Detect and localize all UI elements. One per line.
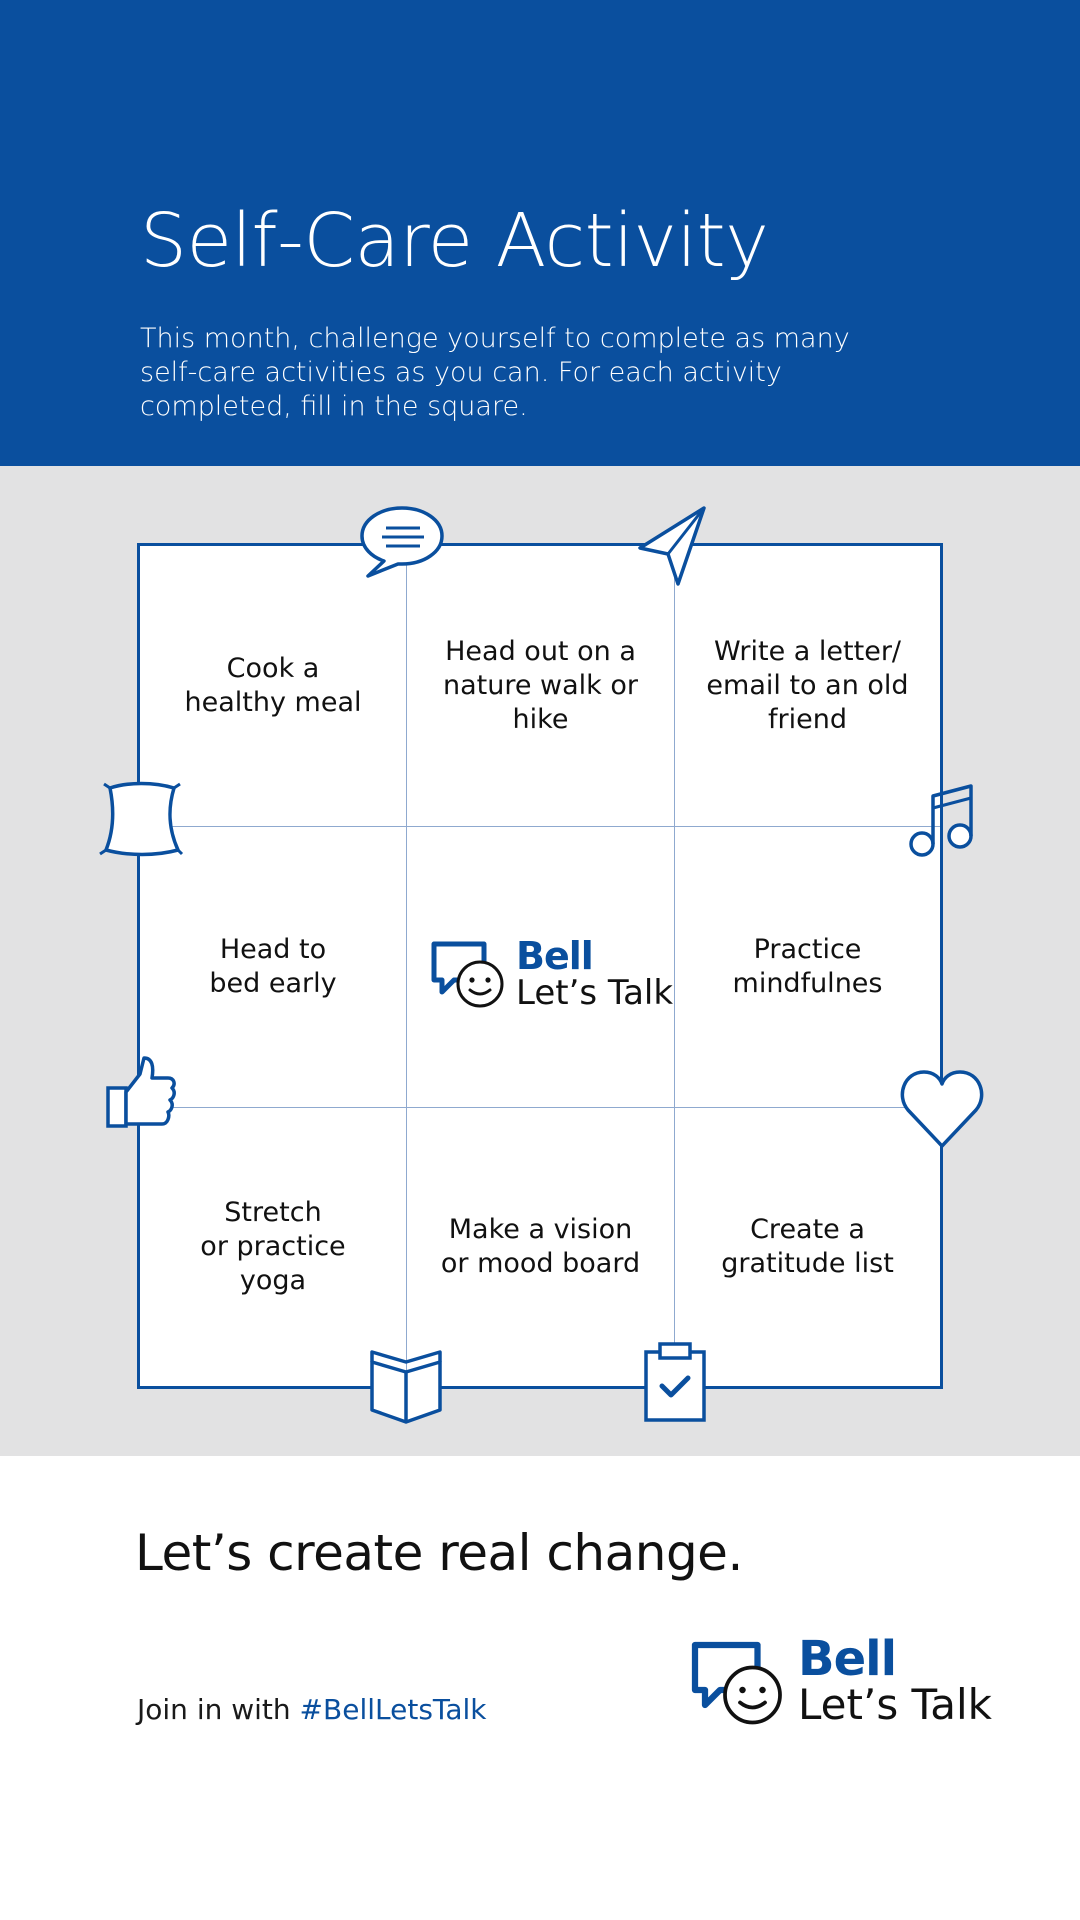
cell-line: mindfulnes bbox=[732, 968, 883, 999]
center-logo: Bell Let’s Talk bbox=[430, 936, 673, 1040]
intro-text: This month, challenge yourself to comple… bbox=[140, 322, 960, 424]
grid-divider bbox=[140, 1107, 940, 1108]
intro-line: This month, challenge yourself to comple… bbox=[140, 323, 850, 354]
cell-line: Head out on a bbox=[445, 636, 636, 667]
grid-divider bbox=[140, 826, 940, 827]
join-line: Join in with #BellLetsTalk bbox=[137, 1693, 487, 1726]
intro-line: completed, fill in the square. bbox=[140, 391, 528, 422]
cell-line: yoga bbox=[239, 1265, 307, 1296]
cell-line: Practice bbox=[753, 934, 862, 965]
cell-line: gratitude list bbox=[721, 1248, 894, 1279]
thumbs-up-icon bbox=[106, 1056, 176, 1128]
cell-line: email to an old bbox=[706, 670, 909, 701]
logo-bell-text: Bell bbox=[798, 1631, 897, 1687]
cell-line: or practice bbox=[200, 1231, 346, 1262]
cell-line: Make a vision bbox=[448, 1214, 633, 1245]
cell-line: bed early bbox=[209, 968, 337, 999]
cell-line: Head to bbox=[219, 934, 327, 965]
hashtag-link[interactable]: #BellLetsTalk bbox=[299, 1693, 487, 1726]
slogan-heading: Let’s create real change. bbox=[135, 1524, 743, 1582]
intro-line: self-care activities as you can. For eac… bbox=[140, 357, 782, 388]
grid-divider bbox=[674, 546, 675, 1386]
cell-line: nature walk or bbox=[442, 670, 639, 701]
page-title: Self-Care Activity bbox=[140, 198, 769, 284]
cell-line: hike bbox=[512, 704, 569, 735]
paper-plane-icon bbox=[638, 506, 706, 586]
grid-divider bbox=[406, 546, 407, 1386]
chat-face-icon bbox=[431, 941, 504, 1008]
cell-line: or mood board bbox=[440, 1248, 641, 1279]
header-banner: Self-Care Activity This month, challenge… bbox=[0, 0, 1080, 466]
pillow-icon bbox=[99, 781, 184, 857]
cell-line: Write a letter/ bbox=[713, 636, 902, 667]
open-book-icon bbox=[370, 1350, 442, 1424]
cell-line: healthy meal bbox=[184, 687, 362, 718]
clipboard-check-icon bbox=[644, 1342, 706, 1422]
join-prefix: Join in with bbox=[137, 1693, 300, 1726]
footer-logo: Bell Let’s Talk bbox=[690, 1634, 992, 1740]
logo-letstalk-text: Let’s Talk bbox=[516, 973, 674, 1013]
cell-line: Cook a bbox=[226, 653, 320, 684]
chat-face-icon bbox=[691, 1641, 782, 1725]
cell-line: Stretch bbox=[224, 1197, 322, 1228]
music-note-icon bbox=[909, 784, 973, 857]
logo-bell-text: Bell bbox=[516, 934, 594, 978]
speech-bubble-icon bbox=[360, 506, 444, 578]
cell-line: friend bbox=[768, 704, 847, 735]
cell-line: Create a bbox=[750, 1214, 865, 1245]
logo-letstalk-text: Let’s Talk bbox=[798, 1680, 992, 1729]
heart-icon bbox=[900, 1070, 984, 1148]
